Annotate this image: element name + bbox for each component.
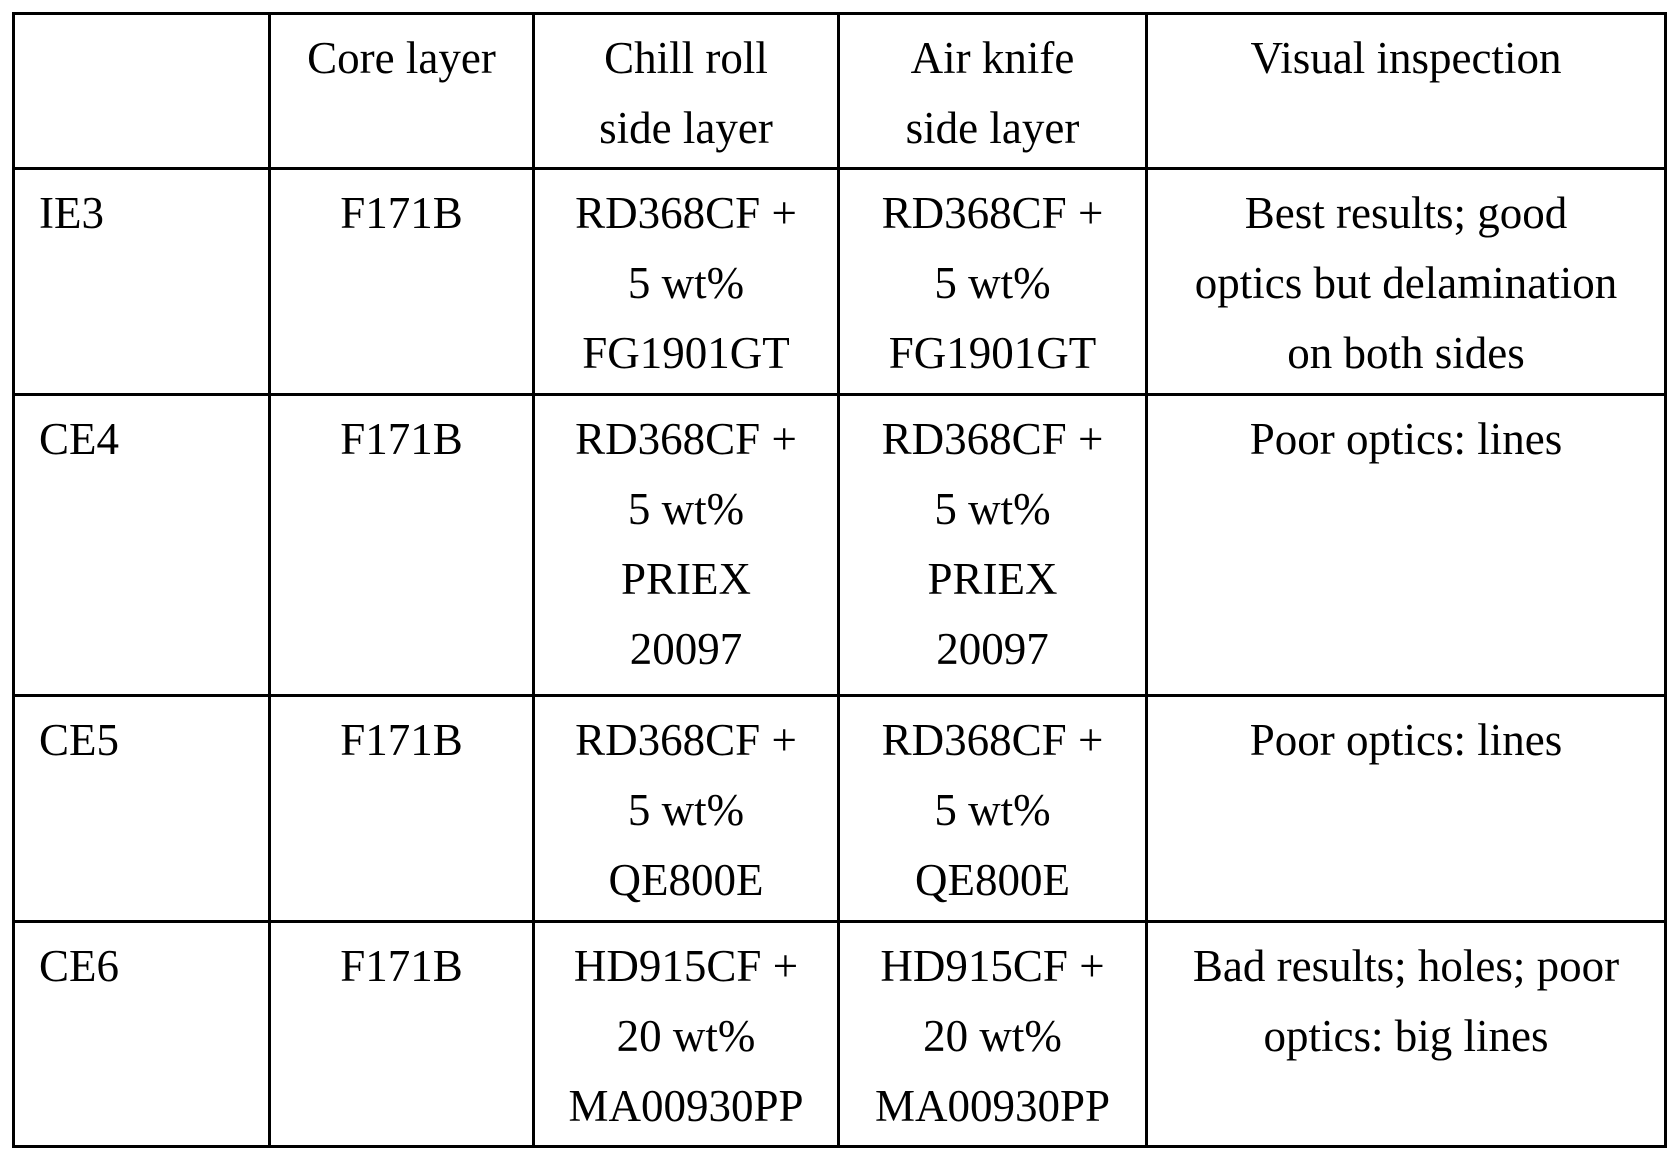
table-row-ce5: CE5 F171B RD368CF + 5 wt% QE800E RD368CF… <box>12 694 1667 923</box>
header-visual-inspection: Visual inspection <box>1145 12 1667 170</box>
visual-inspection-value-ie3: Best results; good optics but delaminati… <box>1145 167 1667 396</box>
chill-roll-layer-value-ce4: RD368CF + 5 wt% PRIEX 20097 <box>532 393 840 697</box>
chill-roll-layer-value-ce5: RD368CF + 5 wt% QE800E <box>532 694 840 923</box>
air-knife-layer-value-ce6: HD915CF + 20 wt% MA00930PP <box>837 920 1148 1148</box>
sample-id-ce5: CE5 <box>12 694 271 923</box>
core-layer-value-ce4: F171B <box>268 393 535 697</box>
air-knife-layer-value-ce4: RD368CF + 5 wt% PRIEX 20097 <box>837 393 1148 697</box>
visual-inspection-value-ce4: Poor optics: lines <box>1145 393 1667 697</box>
table-row-ie3: IE3 F171B RD368CF + 5 wt% FG1901GT RD368… <box>12 167 1667 396</box>
layer-experiment-results-table: Core layer Chill roll side layer Air kni… <box>12 12 1667 1148</box>
header-sample-id <box>12 12 271 170</box>
sample-id-ce4: CE4 <box>12 393 271 697</box>
visual-inspection-value-ce5: Poor optics: lines <box>1145 694 1667 923</box>
header-core-layer: Core layer <box>268 12 535 170</box>
air-knife-layer-value-ce5: RD368CF + 5 wt% QE800E <box>837 694 1148 923</box>
chill-roll-layer-value-ie3: RD368CF + 5 wt% FG1901GT <box>532 167 840 396</box>
chill-roll-layer-value-ce6: HD915CF + 20 wt% MA00930PP <box>532 920 840 1148</box>
core-layer-value-ie3: F171B <box>268 167 535 396</box>
header-chill-roll-side-layer: Chill roll side layer <box>532 12 840 170</box>
header-air-knife-side-layer: Air knife side layer <box>837 12 1148 170</box>
sample-id-ce6: CE6 <box>12 920 271 1148</box>
visual-inspection-value-ce6: Bad results; holes; poor optics: big lin… <box>1145 920 1667 1148</box>
table-row-ce6: CE6 F171B HD915CF + 20 wt% MA00930PP HD9… <box>12 920 1667 1148</box>
header-row: Core layer Chill roll side layer Air kni… <box>12 12 1667 170</box>
core-layer-value-ce6: F171B <box>268 920 535 1148</box>
core-layer-value-ce5: F171B <box>268 694 535 923</box>
sample-id-ie3: IE3 <box>12 167 271 396</box>
table-row-ce4: CE4 F171B RD368CF + 5 wt% PRIEX 20097 RD… <box>12 393 1667 697</box>
air-knife-layer-value-ie3: RD368CF + 5 wt% FG1901GT <box>837 167 1148 396</box>
